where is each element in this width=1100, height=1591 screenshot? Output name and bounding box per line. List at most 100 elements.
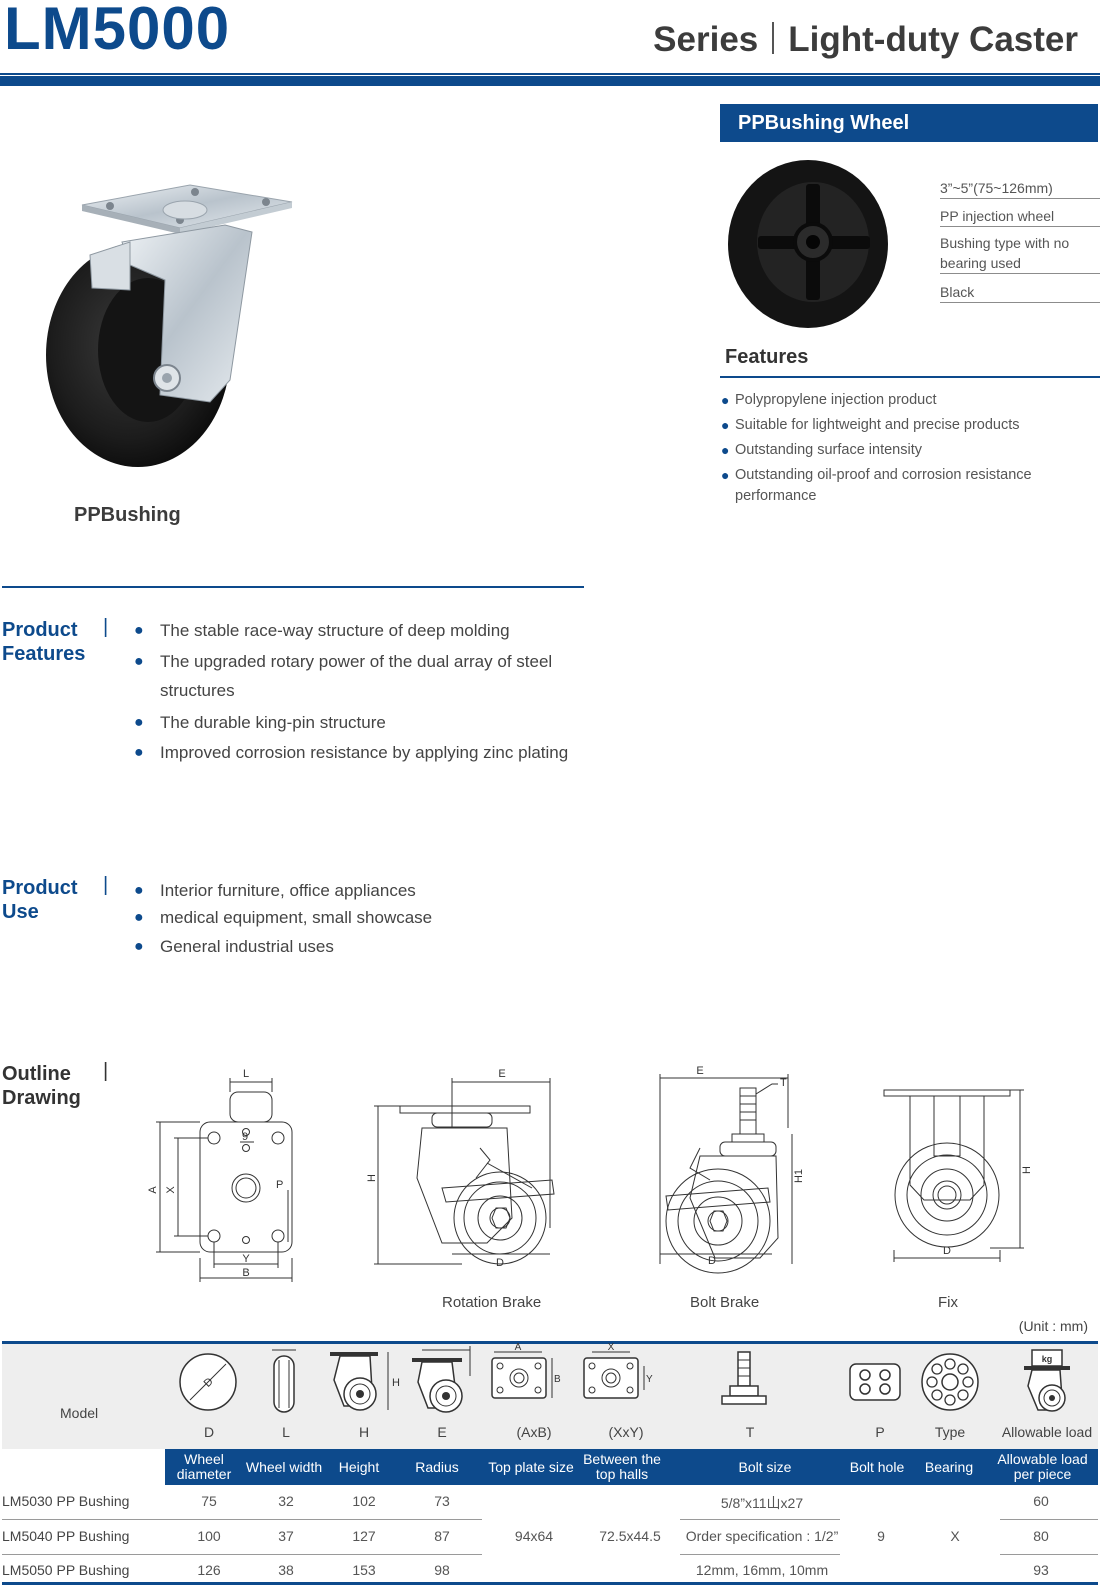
bearing-type-icon <box>921 1353 979 1411</box>
product-label: PPBushing <box>74 504 181 526</box>
bullet-icon: ● <box>134 653 144 670</box>
bolt-size-icon <box>721 1351 767 1405</box>
icon-caption: P <box>875 1424 885 1440</box>
feature-item: ●Outstanding oil-proof and corrosion res… <box>721 465 1055 507</box>
cell-d: 75 <box>201 1493 217 1509</box>
header-allowable-load: Allowable load per piece <box>997 1451 1088 1482</box>
icon-letter: B <box>554 1374 561 1385</box>
dim-T: T <box>780 1077 787 1089</box>
icon-caption: D <box>203 1424 215 1440</box>
header-radius: Radius <box>415 1458 459 1475</box>
row-model-lm5050: LM5050 PP Bushing <box>2 1562 130 1578</box>
dim-9: 9 <box>242 1131 248 1143</box>
list-item-text: The durable king-pin structure <box>160 713 386 732</box>
series-separator <box>772 22 775 54</box>
list-item: ●The upgraded rotary power of the dual a… <box>134 647 600 705</box>
caster-product-image <box>46 184 293 467</box>
row-model-lm5040: LM5040 PP Bushing <box>2 1528 130 1544</box>
cell-load: 80 <box>1033 1528 1049 1544</box>
dim-E: E <box>498 1068 505 1080</box>
feature-text: Suitable for lightweight and precise pro… <box>735 417 1020 433</box>
product-use-title: Product Use <box>2 876 78 924</box>
bullet-icon: ● <box>134 714 144 731</box>
dim-D: D <box>708 1255 716 1267</box>
cell-load: 93 <box>1033 1562 1049 1578</box>
header-top-plate-size: Top plate size <box>488 1458 574 1475</box>
cell-l: 32 <box>278 1493 294 1509</box>
row-separator <box>680 1519 840 1520</box>
list-item: ●Interior furniture, office appliances <box>134 876 600 905</box>
header-bolt-hole: Bolt hole <box>849 1458 905 1475</box>
icon-caption: Allowable load <box>1001 1424 1093 1440</box>
list-item: ● The stable race-way structure of deep m… <box>134 616 600 645</box>
cell-d: 126 <box>197 1562 221 1578</box>
cell-bolt: Order specification : 1/2” <box>685 1528 839 1544</box>
product-features-title: Product Features <box>2 618 85 666</box>
icon-caption: (XxY) <box>608 1424 644 1440</box>
pp-wheel-image <box>728 160 888 328</box>
wheel-spec-material: PP injection wheel <box>940 206 1100 227</box>
rotation-brake-label: Rotation Brake <box>442 1294 542 1311</box>
icon-letter: A <box>515 1342 522 1353</box>
dim-H: H <box>1021 1166 1033 1174</box>
list-item: ● The durable king-pin structure <box>134 708 600 737</box>
title-line: Features <box>2 643 86 665</box>
bullet-icon: ● <box>134 622 144 639</box>
dim-E: E <box>696 1065 703 1077</box>
fix-label: Fix <box>938 1294 958 1311</box>
header-bolt-size: Bolt size <box>738 1458 792 1475</box>
product-use-list: ●Interior furniture, office appliances ●… <box>134 876 600 961</box>
outline-drawing-title: Outline Drawing <box>2 1062 81 1110</box>
title-separator: | <box>103 874 109 896</box>
dim-P: P <box>276 1179 283 1191</box>
cell-between-halls: 72.5x44.5 <box>599 1528 661 1544</box>
cell-e: 87 <box>434 1528 450 1544</box>
header-rule <box>0 76 1100 86</box>
bolt-hole-icon <box>849 1363 901 1401</box>
list-item-text: The stable race-way structure of deep mo… <box>160 621 510 640</box>
dim-H1: H1 <box>793 1169 805 1183</box>
table-bottom-rule <box>2 1582 1098 1585</box>
icon-caption: (AxB) <box>516 1424 552 1440</box>
feature-text: Outstanding surface intensity <box>735 442 922 458</box>
title-line: Product <box>2 619 78 641</box>
title-line: Product <box>2 877 78 899</box>
product-features-list: ● The stable race-way structure of deep m… <box>134 616 600 767</box>
list-item-text: Improved corrosion resistance by applyin… <box>160 743 569 762</box>
dim-L: L <box>243 1068 249 1080</box>
row-separator <box>1000 1519 1098 1520</box>
wheel-spec-size: 3”~5”(75~126mm) <box>940 178 1100 199</box>
bullet-icon: ● <box>134 744 144 761</box>
dim-H: H <box>366 1174 378 1182</box>
cell-bearing: X <box>950 1528 960 1544</box>
cell-h: 127 <box>352 1528 376 1544</box>
bolt-brake-drawing: E T H1 D <box>659 1065 805 1274</box>
cell-e: 98 <box>434 1562 450 1578</box>
bolt-brake-label: Bolt Brake <box>690 1294 760 1311</box>
features-rule <box>720 376 1100 378</box>
dim-A: A <box>147 1186 159 1194</box>
cell-h: 153 <box>352 1562 376 1578</box>
title-separator: | <box>103 1060 109 1082</box>
top-plate-drawing: L A X Y B P 9 <box>147 1068 293 1282</box>
header-wheel-width: Wheel width <box>245 1458 323 1475</box>
table-top-rule <box>2 1341 1098 1344</box>
fix-drawing: H D <box>883 1089 1033 1262</box>
icon-caption: Type <box>934 1424 966 1440</box>
radius-icon <box>412 1346 471 1413</box>
dim-Y: Y <box>242 1253 250 1265</box>
unit-note: (Unit : mm) <box>1018 1318 1088 1334</box>
cell-bolt-hole: 9 <box>877 1528 885 1544</box>
series-name: Light-duty Caster <box>788 20 1078 59</box>
bullet-icon: ● <box>721 442 730 458</box>
dim-D: D <box>496 1257 504 1269</box>
series-title: Series Light-duty Caster <box>653 20 1078 60</box>
section-rule <box>2 586 584 588</box>
title-separator: | <box>103 616 109 638</box>
height-icon: H <box>330 1352 400 1411</box>
bullet-icon: ● <box>134 938 144 955</box>
series-word: Series <box>653 20 759 59</box>
row-separator <box>2 1519 482 1520</box>
cell-bolt: 5/8”x11山x27 <box>720 1495 804 1511</box>
title-line: Outline <box>2 1063 71 1085</box>
